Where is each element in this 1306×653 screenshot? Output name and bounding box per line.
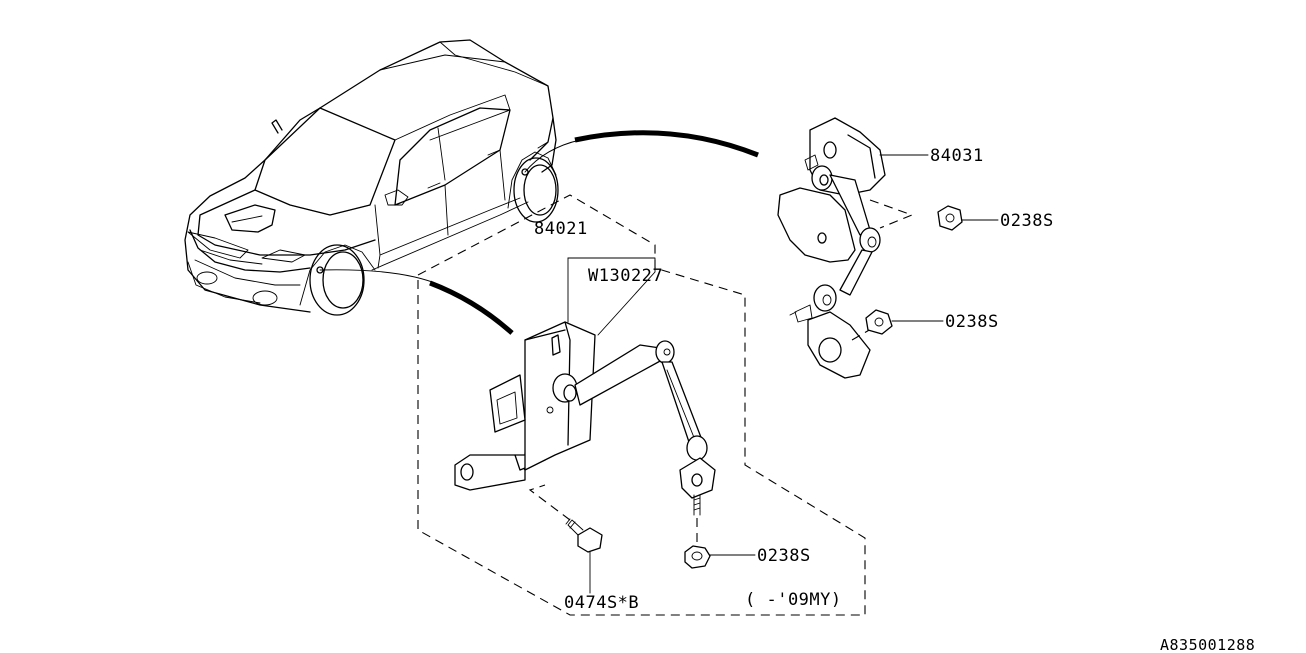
pointer-front-sensor xyxy=(574,130,759,158)
height-sensor-rear xyxy=(454,321,716,545)
flange-nut-front-upper xyxy=(937,205,963,231)
vehicle-illustration xyxy=(184,39,581,316)
callout-0238s-front-lower: 0238S xyxy=(945,312,999,332)
diagram-code: A835001288 xyxy=(1160,636,1255,653)
height-sensor-front xyxy=(777,117,914,379)
model-year-note: ( -'09MY) xyxy=(745,590,842,610)
flange-nut-rear xyxy=(684,545,711,569)
callout-w130227: W130227 xyxy=(588,266,663,286)
assembly-group-box xyxy=(417,194,866,616)
callout-0474s-b: 0474S*B xyxy=(564,593,639,613)
flange-nut-front-lower xyxy=(865,309,893,335)
callout-0238s-front-upper: 0238S xyxy=(1000,211,1054,231)
leader-lines xyxy=(567,154,999,594)
pointer-rear-sensor xyxy=(429,280,514,335)
bolt-0474s xyxy=(528,484,603,553)
callout-0238s-rear: 0238S xyxy=(757,546,811,566)
callout-84021: 84021 xyxy=(534,219,588,239)
callout-84031: 84031 xyxy=(930,146,984,166)
